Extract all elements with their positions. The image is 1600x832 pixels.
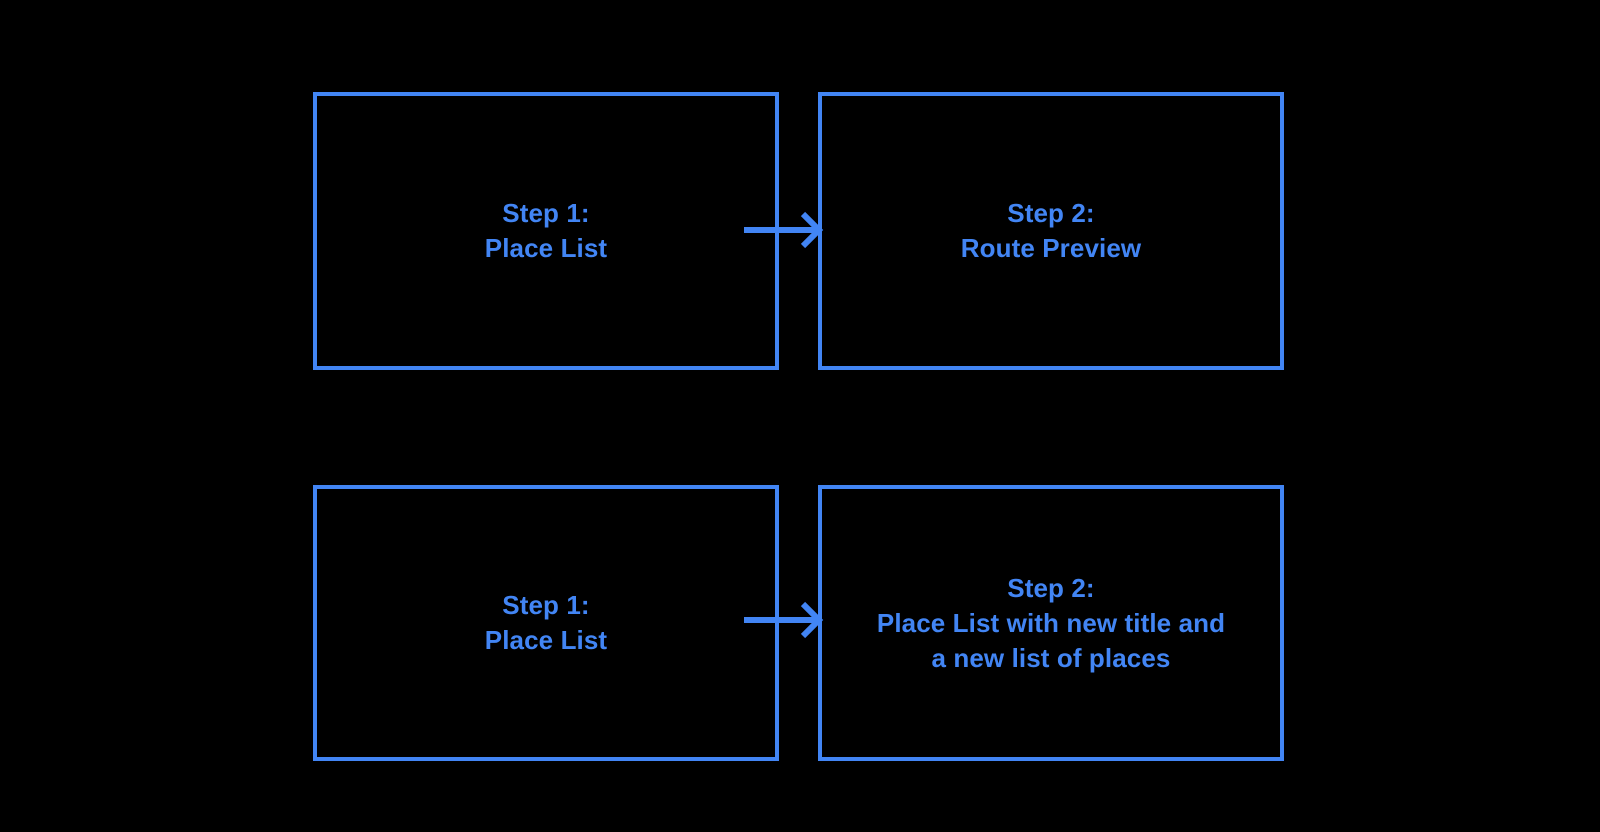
flow-row-bottom: Step 1: Place List Step 2: Place List wi…	[0, 485, 1600, 761]
flow-row-top: Step 1: Place List Step 2: Route Preview	[0, 92, 1600, 370]
step-node-top-step-2[interactable]: Step 2: Route Preview	[818, 92, 1284, 370]
step-node-bottom-step-2[interactable]: Step 2: Place List with new title and a …	[818, 485, 1284, 761]
step-node-label: Step 1: Place List	[484, 590, 608, 655]
step-node-top-step-1[interactable]: Step 1: Place List	[313, 92, 779, 370]
step-node-label: Step 2: Place List with new title and a …	[876, 572, 1226, 673]
step-node-label: Step 2: Route Preview	[960, 198, 1142, 263]
step-node-label: Step 1: Place List	[484, 198, 608, 263]
step-node-bottom-step-1[interactable]: Step 1: Place List	[313, 485, 779, 761]
